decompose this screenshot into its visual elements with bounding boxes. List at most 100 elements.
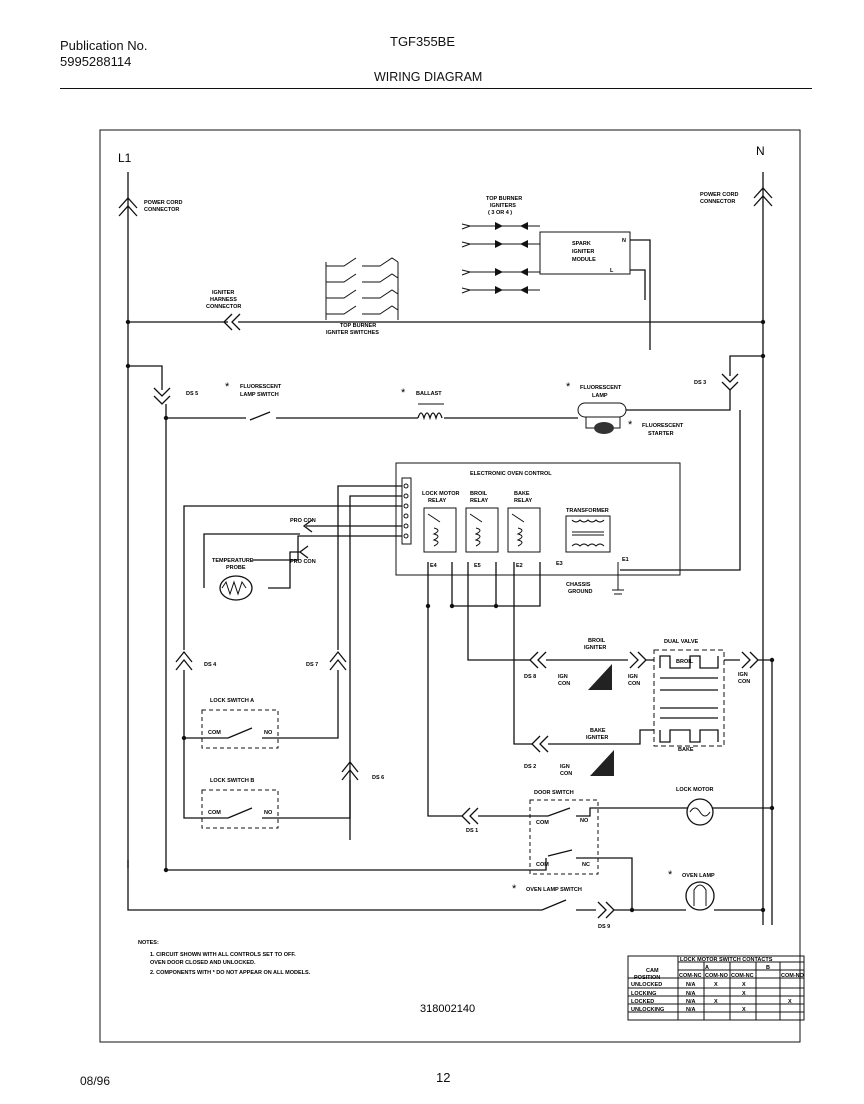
ds8-connector-icon (529, 651, 547, 669)
row-1-c2: X (742, 991, 746, 997)
fluorescent-switch-1: FLUORESCENT (240, 384, 282, 390)
oven-control-title: ELECTRONIC OVEN CONTROL (470, 471, 552, 477)
asterisk-1: * (225, 381, 230, 393)
valve-bake-label: BAKE (678, 747, 694, 753)
spark-module-2: IGNITER (572, 249, 594, 255)
oven-control-box (395, 462, 681, 576)
terminal-e2: E2 (516, 563, 523, 569)
transformer-coils-icon (571, 519, 605, 547)
ds2-connector-icon (531, 735, 549, 753)
bake-igniter-wire (548, 729, 654, 745)
lock-motor-relay-1: LOCK MOTOR (422, 491, 460, 497)
fluorescent-wire (166, 390, 731, 421)
table-sub-3: COM-NC (731, 973, 754, 979)
broil-igniter-2: IGNITER (584, 645, 606, 651)
valve-n-wire (758, 659, 773, 925)
note-line-1: 1. CIRCUIT SHOWN WITH ALL CONTROLS SET T… (150, 952, 296, 958)
ds4-label: DS 4 (204, 662, 217, 668)
module-terminal-l: L (610, 268, 614, 274)
row-pos-1: LOCKING (631, 991, 656, 997)
broil-ign-connector-icon (629, 651, 647, 669)
top-burner-switches-1: TOP BURNER (340, 323, 376, 329)
temperature-probe-1: TEMPERATURE (212, 558, 254, 564)
bake-relay-2: RELAY (514, 498, 532, 504)
page-title: WIRING DIAGRAM (374, 70, 483, 84)
ds5-connector-icon (153, 387, 171, 405)
asterisk-4: * (628, 419, 633, 431)
door-switch-bottom-contact (547, 849, 573, 857)
bake-relay-box (507, 507, 541, 553)
table-sub-4: COM-NO (781, 973, 805, 979)
l1-cord-connector-icon (118, 197, 138, 217)
junction-dots (125, 319, 775, 913)
row-3-c2: X (742, 1007, 746, 1013)
top-burner-igniters-2: IGNITERS (490, 203, 516, 209)
transformer-box (565, 515, 611, 553)
power-cord-left-2: CONNECTOR (144, 207, 179, 213)
fluorescent-tube-icon (577, 402, 627, 418)
diagram-number: 318002140 (420, 1003, 475, 1015)
terminal-e4: E4 (430, 563, 438, 569)
ds1-label: DS 1 (466, 828, 478, 834)
publication-number: 5995288114 (60, 54, 132, 69)
table-sub-1: COM-NC (679, 973, 702, 979)
valve-n-connector-icon (741, 651, 759, 669)
row-0-c1: X (714, 982, 718, 988)
bake-valve-coil-icon (659, 707, 719, 743)
lock-switch-a-label: LOCK SWITCH A (210, 698, 254, 704)
footer-date: 08/96 (80, 1074, 111, 1088)
dual-valve-label: DUAL VALVE (664, 639, 699, 645)
ballast-coil-icon (417, 412, 443, 421)
terminal-e5: E5 (474, 563, 481, 569)
row-2-c3: X (788, 999, 792, 1005)
temperature-probe-2: PROBE (226, 565, 246, 571)
chassis-ground-1: CHASSIS (566, 582, 591, 588)
lock-switch-a-com: COM (208, 730, 221, 736)
temperature-probe-icon (219, 575, 253, 601)
row-pos-3: UNLOCKING (631, 1007, 664, 1013)
starter-wires (585, 417, 621, 429)
note-line-2: OVEN DOOR CLOSED AND UNLOCKED. (150, 960, 256, 966)
bake-igniter-2: IGNITER (586, 735, 608, 741)
footer-page-number: 12 (436, 1070, 451, 1085)
table-sub-2: COM-NO (705, 973, 729, 979)
broil-igniter-1: BROIL (588, 638, 606, 644)
broil-relay-1: BROIL (470, 491, 488, 497)
fluorescent-starter-icon (594, 422, 614, 434)
fluorescent-starter-1: FLUORESCENT (642, 423, 684, 429)
module-terminal-n: N (622, 238, 626, 244)
door-switch-bottom-wire (127, 857, 633, 908)
relay-coil-icons (427, 513, 525, 547)
valve-broil-label: BROIL (676, 659, 694, 665)
n-cord-connector-icon (753, 187, 773, 207)
fluorescent-lamp-2: LAMP (592, 393, 608, 399)
publication-label: Publication No. (60, 38, 148, 53)
bake-ign-con-2: CON (560, 771, 572, 777)
broil-ign-con-1: IGN (558, 674, 568, 680)
row-2-c1: X (714, 999, 718, 1005)
bake-relay-1: BAKE (514, 491, 530, 497)
top-burner-switches-2: IGNITER SWITCHES (326, 330, 379, 336)
igniter-harness-1: IGNITER (212, 290, 234, 296)
ds3-lead (729, 355, 763, 376)
fluorescent-lamp-1: FLUORESCENT (580, 385, 622, 391)
lock-switch-a-box (201, 709, 279, 749)
ds5-label: DS 5 (186, 391, 198, 397)
top-burner-igniters-1: TOP BURNER (486, 196, 522, 202)
notes-title: NOTES: (138, 940, 159, 946)
spacer (128, 868, 166, 870)
table-header-cam: CAM (646, 968, 659, 974)
power-cord-left-1: POWER CORD (144, 200, 183, 206)
chassis-ground-icon (612, 562, 624, 595)
terminal-e3: E3 (556, 561, 563, 567)
oven-lamp-icon (685, 881, 715, 911)
ds3-connector-icon (721, 373, 739, 391)
igniter-electrodes (461, 222, 540, 294)
header-rule (60, 88, 812, 89)
ballast-label: BALLAST (416, 391, 442, 397)
spark-module-box (539, 231, 631, 275)
lock-switch-b-label: LOCK SWITCH B (210, 778, 254, 784)
ds7-label: DS 7 (306, 662, 318, 668)
bake-igniter-1: BAKE (590, 728, 606, 734)
